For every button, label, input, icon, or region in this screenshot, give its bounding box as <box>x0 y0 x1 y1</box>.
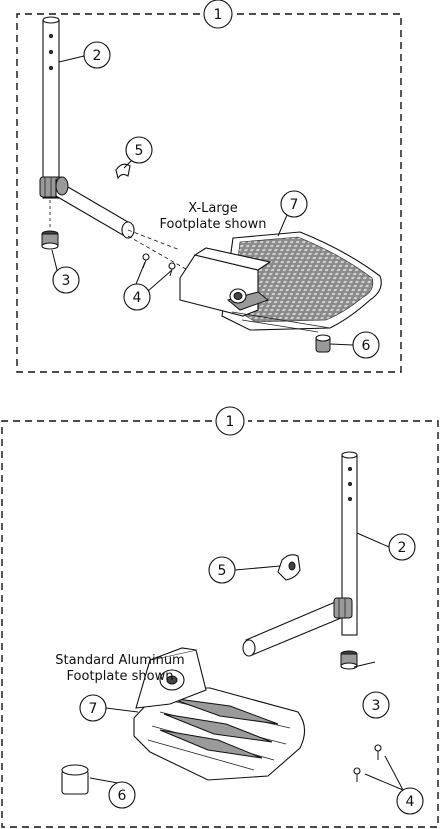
callout-7: 7 <box>79 694 107 722</box>
callout-5: 5 <box>208 556 236 584</box>
assembly-frame <box>16 13 402 373</box>
caption-line-1: Standard Aluminum <box>55 653 184 668</box>
callout-2: 2 <box>83 41 111 69</box>
diagram-xlarge: 1 <box>16 0 402 373</box>
callout-6: 6 <box>108 781 136 809</box>
xlarge-footplate <box>179 231 382 333</box>
svg-text:4: 4 <box>133 290 142 306</box>
bumper <box>315 334 331 353</box>
callout-4: 4 <box>123 283 151 311</box>
svg-text:7: 7 <box>290 197 299 213</box>
clip <box>115 163 131 180</box>
svg-text:7: 7 <box>89 701 98 717</box>
svg-text:3: 3 <box>62 273 71 289</box>
standard-footplate <box>133 647 306 781</box>
svg-text:2: 2 <box>93 48 102 64</box>
hanger-tube <box>39 16 135 239</box>
assembly-frame <box>1 420 439 828</box>
svg-text:4: 4 <box>406 794 415 810</box>
svg-text:5: 5 <box>218 563 227 579</box>
callout-3: 3 <box>52 266 80 294</box>
callout-2: 2 <box>388 533 416 561</box>
callout-7: 7 <box>280 190 308 218</box>
svg-text:1: 1 <box>226 414 235 430</box>
svg-text:3: 3 <box>372 698 381 714</box>
end-cap <box>41 200 59 250</box>
svg-text:6: 6 <box>362 338 371 354</box>
callout-1: 1 <box>203 0 233 29</box>
caption-line-1: X-Large <box>188 201 238 216</box>
callout-6: 6 <box>352 331 380 359</box>
callout-5: 5 <box>125 136 153 164</box>
svg-text:6: 6 <box>118 788 127 804</box>
svg-text:2: 2 <box>398 540 407 556</box>
bumper <box>61 764 89 795</box>
hanger-tube <box>242 451 358 657</box>
screws <box>353 744 382 782</box>
callout-4: 4 <box>396 787 424 815</box>
end-cap <box>340 650 358 670</box>
clip <box>277 554 301 581</box>
caption-line-2: Footplate shown <box>160 217 267 232</box>
caption-line-2: Footplate shown <box>67 669 174 684</box>
callout-1: 1 <box>215 406 245 436</box>
svg-text:5: 5 <box>135 143 144 159</box>
svg-text:1: 1 <box>214 7 223 23</box>
diagram-standard: 1 <box>1 406 439 828</box>
callout-3: 3 <box>362 691 390 719</box>
